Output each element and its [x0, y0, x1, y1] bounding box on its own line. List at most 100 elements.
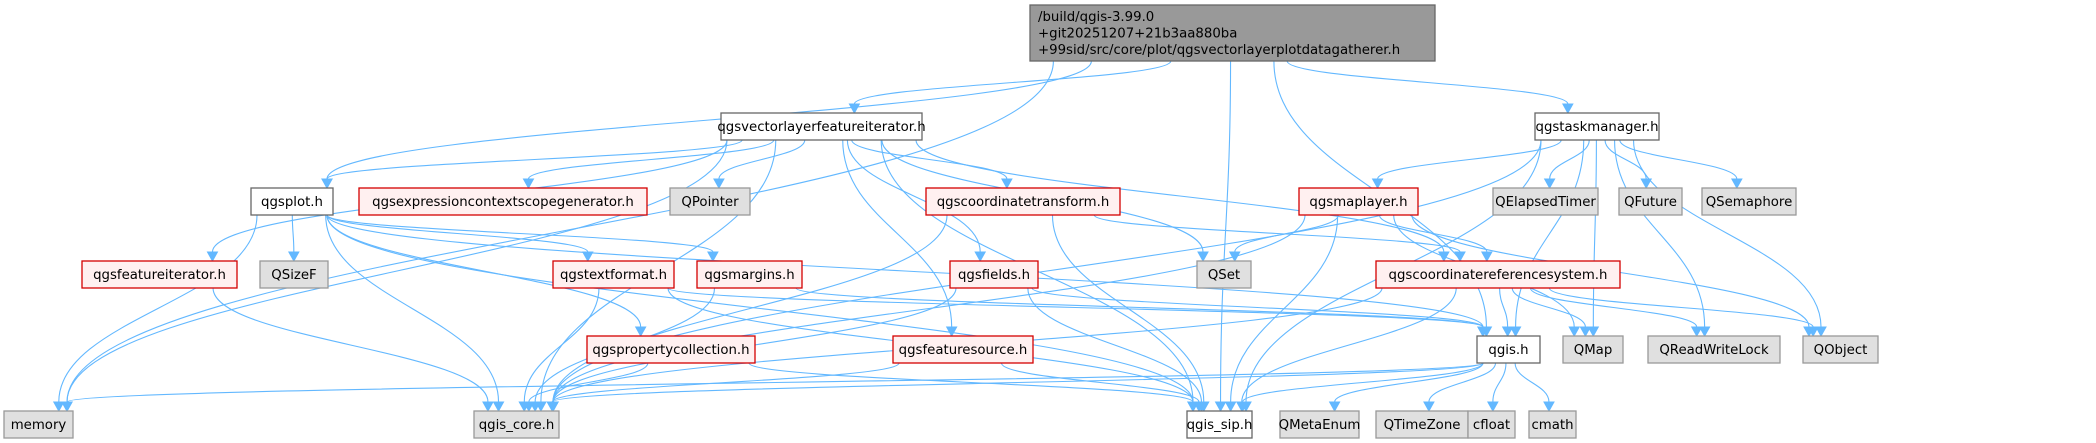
node-label: QMetaEnum [1279, 418, 1361, 433]
arrowhead-icon [1568, 326, 1581, 338]
node-QMap[interactable]: QMap [1562, 335, 1624, 364]
node-box[interactable] [1618, 187, 1683, 216]
node-box[interactable] [473, 410, 560, 439]
node-label: /build/qgis-3.99.0 [1038, 10, 1154, 25]
node-qgsfeaturesource[interactable]: qgsfeaturesource.h [892, 335, 1034, 364]
node-label: +99sid/src/core/plot/qgsvectorlayerplotd… [1038, 43, 1400, 58]
node-box[interactable] [81, 260, 238, 289]
edge-root-to-qgstaskmanager [1286, 60, 1569, 105]
node-memory[interactable]: memory [3, 410, 74, 439]
node-qgis_core[interactable]: qgis_core.h [473, 410, 560, 439]
node-qgis_sip[interactable]: qgis_sip.h [1186, 410, 1253, 439]
node-box[interactable] [1029, 4, 1436, 62]
nodes-layer: /build/qgis-3.99.0+git20251207+21b3aa880… [3, 4, 1879, 439]
node-label: QMap [1574, 343, 1613, 358]
arrowhead-icon [634, 326, 647, 338]
node-box[interactable] [1492, 187, 1599, 216]
node-QSet[interactable]: QSet [1196, 260, 1252, 289]
node-box[interactable] [1647, 335, 1781, 364]
node-cfloat[interactable]: cfloat [1467, 410, 1516, 439]
node-label: qgsmaplayer.h [1309, 195, 1407, 210]
node-box[interactable] [925, 187, 1121, 216]
edge-qgsvectorlayerfeatureiterator-to-qgscoordinatetransform [851, 139, 1008, 180]
node-box[interactable] [696, 260, 803, 289]
edge-qgsfields-to-qgis [1031, 287, 1484, 328]
node-cmath[interactable]: cmath [1528, 410, 1577, 439]
arrowhead-icon [1197, 251, 1209, 263]
node-box[interactable] [669, 187, 751, 216]
node-qgsfeatureiterator[interactable]: qgsfeatureiterator.h [81, 260, 238, 289]
node-QReadWriteLock[interactable]: QReadWriteLock [1647, 335, 1781, 364]
node-label: QElapsedTimer [1495, 195, 1596, 210]
arrowhead-icon [1815, 326, 1827, 338]
node-box[interactable] [1476, 335, 1541, 364]
arrowhead-icon [287, 251, 300, 263]
node-box[interactable] [259, 260, 329, 289]
node-qgsmargins[interactable]: qgsmargins.h [696, 260, 803, 289]
edge-qgsvectorlayerfeatureiterator-to-qgsfields [846, 139, 981, 253]
arrowhead-icon [1001, 178, 1013, 190]
node-qgscoordinatetransform[interactable]: qgscoordinatetransform.h [925, 187, 1121, 216]
edge-qgscoordinatetransform-to-qgscoordinatereferencesystem [1093, 214, 1461, 253]
node-qgsplot[interactable]: qgsplot.h [250, 187, 334, 216]
node-box[interactable] [1298, 187, 1419, 216]
node-box[interactable] [1375, 410, 1469, 439]
node-QSemaphore[interactable]: QSemaphore [1701, 187, 1797, 216]
arrowhead-icon [1698, 326, 1711, 338]
node-qgsvectorlayerfeatureiterator[interactable]: qgsvectorlayerfeatureiterator.h [717, 112, 926, 141]
edge-qgstextformat-to-qgis [667, 287, 1484, 328]
edge-qgsvectorlayerfeatureiterator-to-qgsplot [326, 139, 743, 180]
node-box[interactable] [3, 410, 74, 439]
edge-qgscoordinatereferencesystem-to-QMap [1511, 287, 1586, 328]
edge-qgsplot-to-qgstextformat [326, 214, 589, 253]
node-qgscoordinatereferencesystem[interactable]: qgscoordinatereferencesystem.h [1375, 260, 1621, 289]
node-box[interactable] [1528, 410, 1577, 439]
node-box[interactable] [586, 335, 756, 364]
node-QObject[interactable]: QObject [1802, 335, 1879, 364]
node-label: memory [11, 418, 67, 433]
node-qgsexpressioncontextscopegenerator[interactable]: qgsexpressioncontextscopegenerator.h [358, 187, 648, 216]
edge-qgstaskmanager-to-QReadWriteLock [1614, 139, 1706, 328]
arrowhead-icon [945, 326, 958, 338]
edge-qgis-to-QTimeZone [1428, 362, 1497, 403]
arrowhead-icon [523, 401, 535, 413]
node-QTimeZone[interactable]: QTimeZone [1375, 410, 1469, 439]
node-QMetaEnum[interactable]: QMetaEnum [1279, 410, 1361, 439]
node-box[interactable] [1534, 112, 1660, 141]
node-box[interactable] [250, 187, 334, 216]
node-QElapsedTimer[interactable]: QElapsedTimer [1492, 187, 1599, 216]
node-box[interactable] [1701, 187, 1797, 216]
node-box[interactable] [1802, 335, 1879, 364]
node-box[interactable] [358, 187, 648, 216]
arrowhead-icon [206, 251, 219, 263]
edge-qgsmaplayer-to-qgis_core [552, 214, 1306, 403]
arrowhead-icon [522, 178, 535, 190]
arrowhead-icon [848, 103, 861, 115]
node-box[interactable] [892, 335, 1034, 364]
node-box[interactable] [552, 260, 675, 289]
node-qgsmaplayer[interactable]: qgsmaplayer.h [1298, 187, 1419, 216]
edge-qgis-to-qgis_core [552, 362, 1484, 403]
node-box[interactable] [1279, 410, 1360, 439]
arrowhead-icon [1640, 178, 1653, 190]
node-root[interactable]: /build/qgis-3.99.0+git20251207+21b3aa880… [1029, 4, 1436, 62]
node-QFuture[interactable]: QFuture [1618, 187, 1683, 216]
edge-qgis-to-cfloat [1492, 362, 1507, 403]
node-box[interactable] [1467, 410, 1516, 439]
node-box[interactable] [1562, 335, 1624, 364]
node-label: QFuture [1624, 195, 1677, 210]
node-box[interactable] [1186, 410, 1253, 439]
node-label: qgsplot.h [261, 195, 323, 210]
node-qgstextformat[interactable]: qgstextformat.h [552, 260, 675, 289]
node-qgis[interactable]: qgis.h [1476, 335, 1541, 364]
node-QSizeF[interactable]: QSizeF [259, 260, 329, 289]
node-qgsfields[interactable]: qgsfields.h [949, 260, 1039, 289]
node-box[interactable] [720, 112, 923, 141]
edge-qgscoordinatereferencesystem-to-QReadWriteLock [1529, 287, 1698, 328]
node-qgspropertycollection[interactable]: qgspropertycollection.h [586, 335, 756, 364]
node-qgstaskmanager[interactable]: qgstaskmanager.h [1534, 112, 1660, 141]
node-QPointer[interactable]: QPointer [669, 187, 751, 216]
node-box[interactable] [1375, 260, 1621, 289]
node-box[interactable] [1196, 260, 1252, 289]
node-box[interactable] [949, 260, 1039, 289]
